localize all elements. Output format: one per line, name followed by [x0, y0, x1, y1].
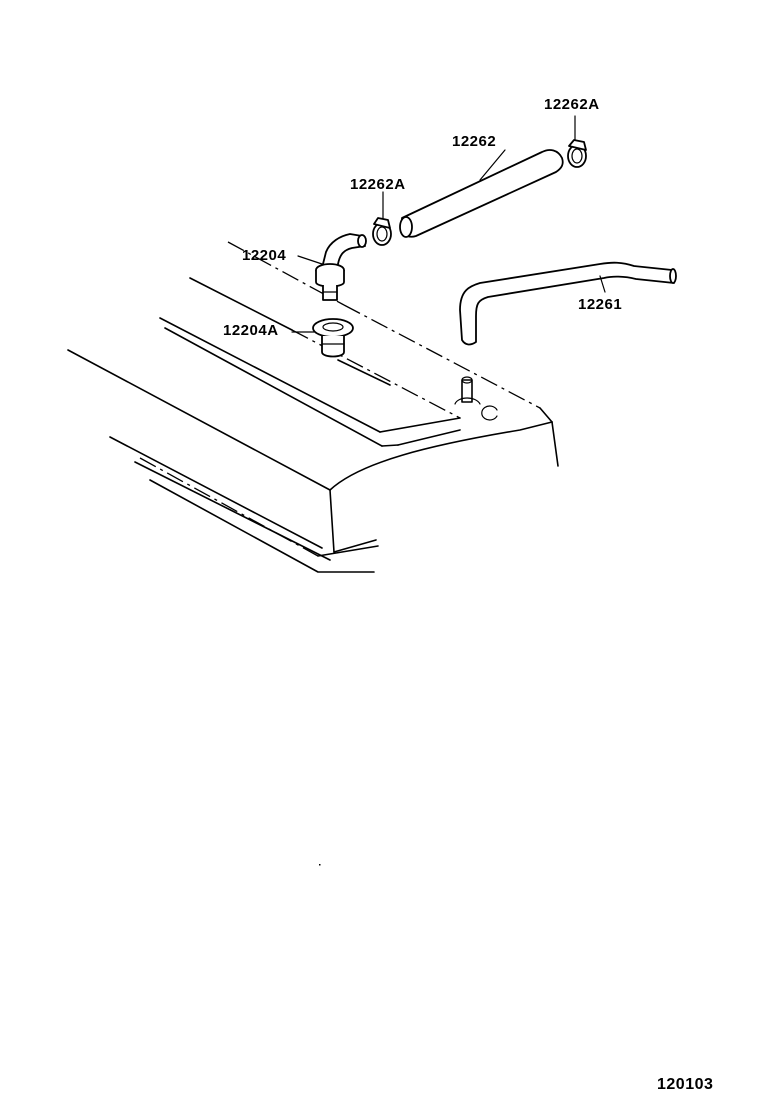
label-clamp-right: 12262A	[544, 96, 600, 113]
figure-number: 120103	[657, 1076, 714, 1093]
label-grommet: 12204A	[223, 322, 279, 339]
clamp-right	[567, 139, 587, 168]
label-clamp-left: 12262A	[350, 176, 406, 193]
pcv-valve	[315, 233, 367, 301]
label-hose-upper: 12262	[452, 133, 497, 150]
clamp-left	[372, 217, 392, 246]
hose-12261	[459, 261, 677, 346]
label-pcv-valve: 12204	[242, 247, 287, 264]
leader-lines	[291, 115, 606, 333]
hose-12262	[399, 149, 564, 238]
stray-dot	[319, 864, 321, 866]
grommet	[312, 318, 354, 358]
label-hose-lower: 12261	[578, 296, 623, 313]
